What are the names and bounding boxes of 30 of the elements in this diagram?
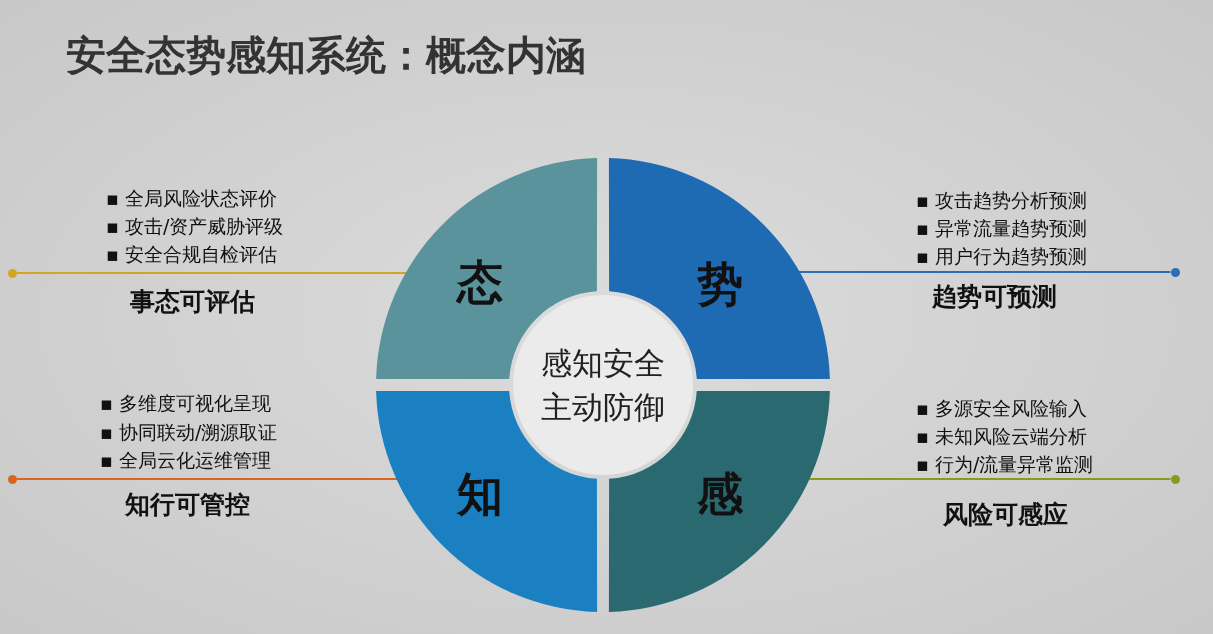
piece-character: 感 [697,471,743,517]
title: 安全态势感知系统：概念内涵 [66,31,586,80]
heading-text: 趋势可预测 [932,282,1057,312]
center-text: 感知安全主动防御 [540,344,666,427]
connector-line [807,478,1172,480]
bullet-item: ▪ 攻击/资产威胁评级 [106,214,284,238]
piece-character: 态 [457,259,503,305]
bullet-item: ▪ 多维度可视化呈现 [100,391,271,415]
bullet-item: ▪ 攻击趋势分析预测 [916,188,1087,212]
connector-line [15,272,408,274]
bullet-item: ▪ 未知风险云端分析 [916,424,1087,448]
heading-text: 知行可管控 [125,490,250,520]
bullet-item: ▪ 行为/流量异常监测 [916,452,1094,476]
piece-character: 知 [457,471,503,517]
bullet-item: ▪ 用户行为趋势预测 [916,244,1087,268]
dot-marker [1170,267,1180,277]
heading-text: 事态可评估 [130,287,255,317]
connector-line [798,271,1172,273]
dot-marker [1170,474,1180,484]
dot-marker [7,474,17,484]
bullet-item: ▪ 全局风险状态评价 [106,186,277,210]
heading-text: 风险可感应 [943,500,1068,530]
bullet-item: ▪ 多源安全风险输入 [916,396,1087,420]
dot-marker [7,268,17,278]
bullet-item: ▪ 安全合规自检评估 [106,242,277,266]
bullet-item: ▪ 异常流量趋势预测 [916,216,1087,240]
bullet-item: ▪ 全局云化运维管理 [100,448,271,472]
piece-character: 势 [697,261,743,307]
connector-line [15,478,399,480]
bullet-item: ▪ 协同联动/溯源取证 [100,420,278,444]
